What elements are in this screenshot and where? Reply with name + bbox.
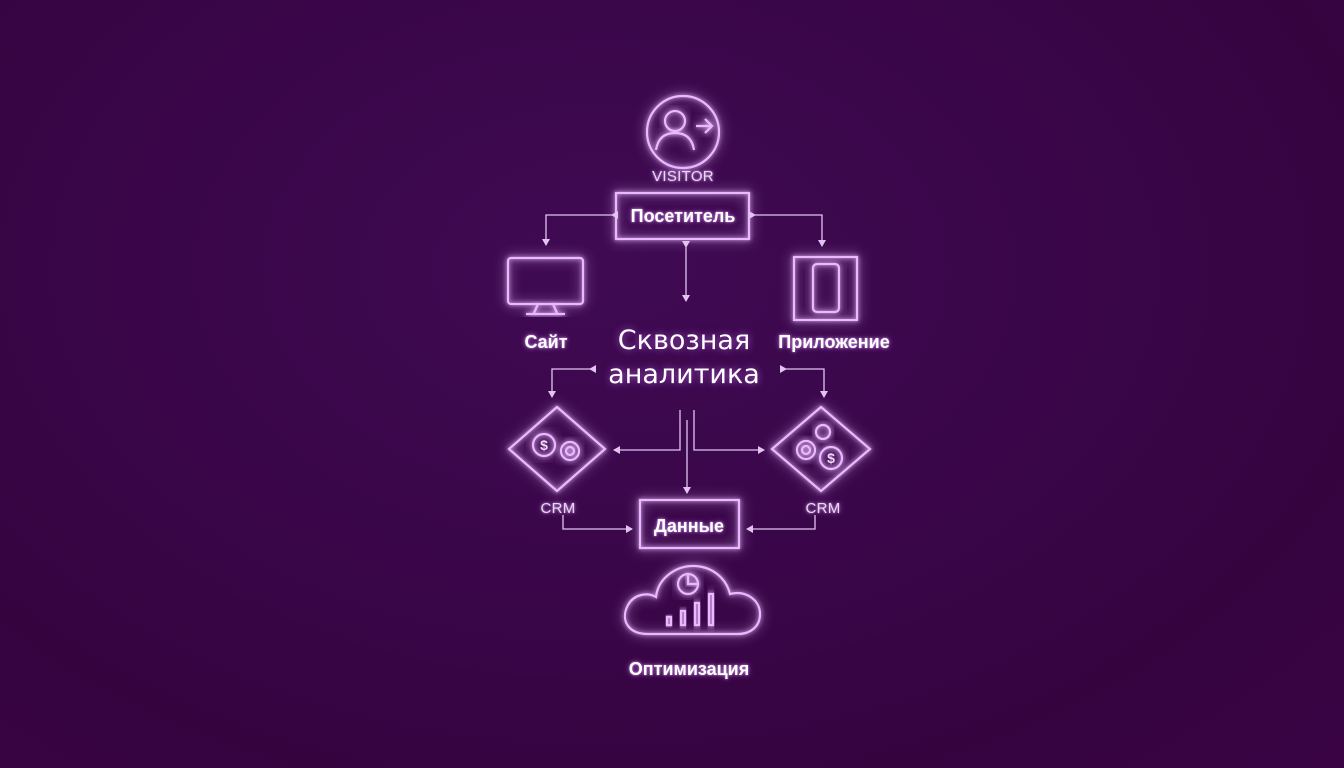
visitor-box-label: Посетитель [630,206,736,226]
smartphone-icon [792,255,859,322]
crm-right-label: CRM [805,500,841,517]
crm-left-icon [507,405,607,493]
data-box [638,498,741,550]
app-label: Приложение [778,332,890,352]
center-title-line1: Сквозная [617,325,751,356]
site-label: Сайт [524,332,568,352]
visitor-caption: VISITOR [652,168,714,185]
monitor-icon [506,256,585,316]
data-box-label: Данные [654,516,724,536]
visitor-icon [645,94,721,170]
crm-right-icon [770,405,872,493]
title-connectors [548,365,828,494]
center-title: Сквозная аналитика [608,324,760,392]
crm-left-dollar-icon: $ [540,437,548,453]
visitor-connectors [542,211,826,302]
crm-left-label: CRM [540,500,576,517]
optimization-label: Оптимизация [628,659,750,679]
crm-right-dollar-icon: $ [827,450,835,466]
cloud-chart-icon [623,564,762,636]
center-title-line2: аналитика [608,359,760,390]
crm-data-connectors [562,515,816,533]
